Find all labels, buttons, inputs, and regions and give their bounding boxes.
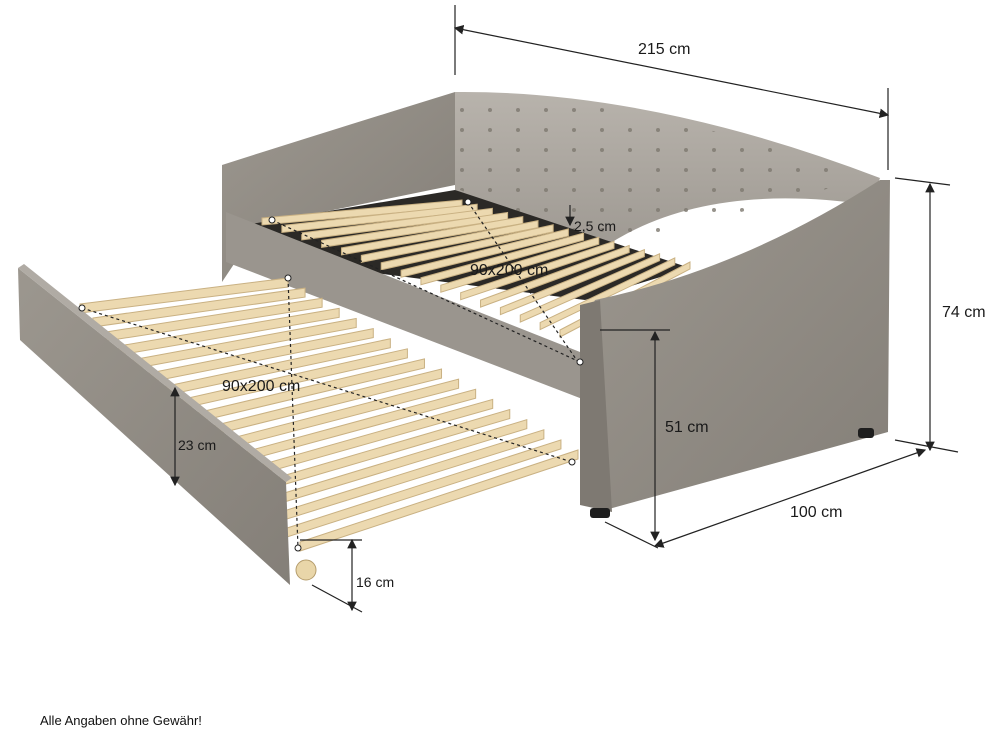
slat — [460, 240, 615, 301]
dimension-lines — [170, 5, 959, 613]
foot — [590, 508, 610, 518]
seat-height-label: 51 cm — [665, 419, 709, 436]
lower-mattress-label: 90x200 cm — [222, 378, 300, 395]
slat — [380, 224, 554, 271]
upper-slats — [261, 199, 691, 338]
foot — [858, 428, 874, 438]
mattress-diagonals — [81, 201, 581, 549]
trundle — [18, 264, 579, 585]
backrest-tufting — [460, 97, 860, 250]
slat — [440, 236, 600, 293]
front-rail — [226, 212, 585, 400]
trundle-panel-top — [18, 264, 292, 482]
diagonal-endpoints — [78, 198, 584, 552]
slat — [499, 248, 645, 316]
slat-thickness-label: 2,5 cm — [574, 218, 616, 234]
trundle-side-panel — [18, 268, 290, 585]
length-label: 215 cm — [638, 41, 690, 58]
trundle-height-label: 23 cm — [178, 437, 216, 453]
right-armrest-front — [580, 300, 612, 512]
slat — [480, 244, 630, 308]
height-label: 74 cm — [942, 304, 986, 321]
clearance-label: 16 cm — [356, 574, 394, 590]
width-label: 100 cm — [790, 504, 842, 521]
upper-mattress-label: 90x200 cm — [470, 262, 548, 279]
slat — [420, 232, 585, 286]
main-bed — [222, 91, 890, 518]
slat — [539, 257, 676, 331]
slat — [519, 252, 661, 323]
slat — [400, 228, 569, 278]
left-armrest — [222, 92, 455, 282]
disclaimer-note: Alle Angaben ohne Gewähr! — [40, 713, 202, 728]
caster-wheel — [295, 559, 317, 581]
